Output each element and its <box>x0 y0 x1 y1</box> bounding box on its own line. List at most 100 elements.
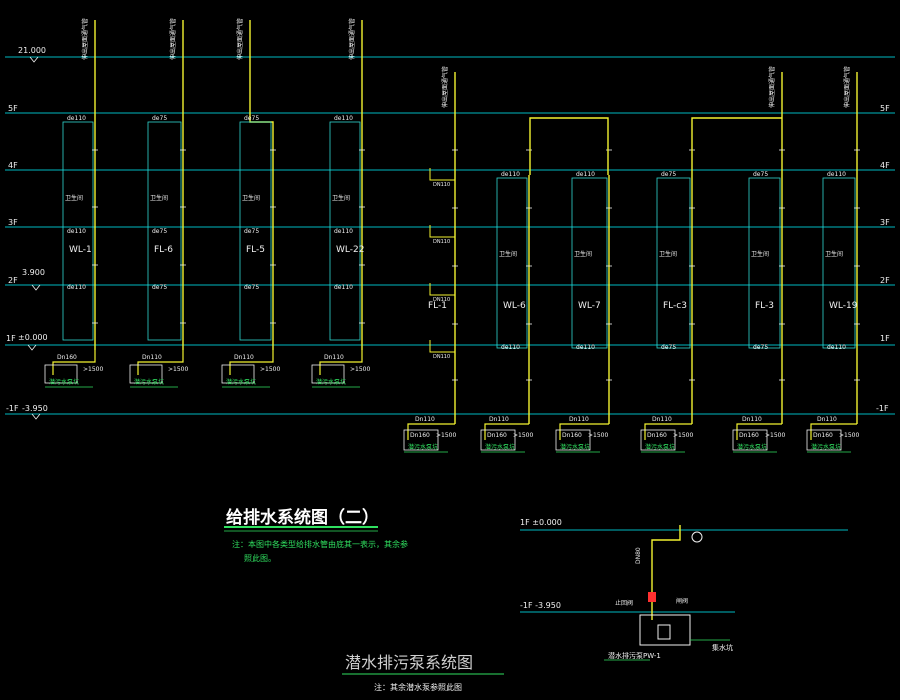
title-block: 给排水系统图（二） 注：本图中各类型给排水管由底其一表示，其余参 照此图。 潜水… <box>224 507 504 692</box>
level-marker-b1 <box>31 413 41 420</box>
roof-connectors <box>529 117 782 175</box>
pump-floor-1f-label: 1F ±0.000 <box>520 518 562 527</box>
pump-floor-b1-label: -1F -3.950 <box>520 601 561 610</box>
branch-box <box>62 121 94 341</box>
pipe-size-low: de75 <box>753 344 768 351</box>
level-4f: 4F <box>8 161 18 170</box>
level-3f-right: 3F <box>880 218 890 227</box>
sump-note: 潜污水泵坑 <box>134 378 164 386</box>
drain-size-sump: Dn160 <box>410 432 430 439</box>
pipe-size-low: de110 <box>501 344 520 351</box>
room-label: 卫生间 <box>751 250 769 258</box>
stub-size: DN110 <box>433 182 450 188</box>
sump-note: 潜污水泵坑 <box>737 443 767 451</box>
branch-box <box>748 177 781 349</box>
sump-box <box>403 429 439 451</box>
drain-length: >1500 <box>513 432 533 439</box>
pipe-size-mid: de110 <box>334 228 353 235</box>
drain-length: >1500 <box>168 366 188 373</box>
drain-size-sump: Dn160 <box>562 432 582 439</box>
drain-pipe <box>407 423 455 440</box>
drain-size: Dn110 <box>415 416 435 423</box>
vent-label: 伸出屋面通气管 <box>843 66 851 108</box>
drain-size: Dn110 <box>489 416 509 423</box>
drain-pipe <box>137 350 184 375</box>
sump-note: 潜污水泵坑 <box>226 378 256 386</box>
sumps-left-group: Dn160>1500潜污水泵坑Dn110>1500潜污水泵坑Dn110>1500… <box>44 350 370 388</box>
drain-size: Dn110 <box>234 354 254 361</box>
drain-length: >1500 <box>260 366 280 373</box>
riser-id: FL-3 <box>755 301 774 311</box>
pipe-size-low: de75 <box>244 284 259 291</box>
riser-id: FL-c3 <box>663 301 687 311</box>
pipe-size-low: de75 <box>661 344 676 351</box>
level-1f-right: 1F <box>880 334 890 343</box>
room-label: 卫生间 <box>65 194 83 202</box>
sump-box <box>480 429 516 451</box>
pump-label: 潜水排污泵PW-1 <box>608 651 661 660</box>
drain-pipe <box>736 423 782 440</box>
level-5f-right: 5F <box>880 104 890 113</box>
pipe-size-low: de110 <box>67 284 86 291</box>
stub-size: DN110 <box>433 297 450 303</box>
vent-label: 伸出屋面通气管 <box>169 18 177 60</box>
drain-length: >1500 <box>839 432 859 439</box>
room-label: 卫生间 <box>499 250 517 258</box>
pump-pipe-label: DN80 <box>635 547 642 564</box>
riser-id: FL-1 <box>428 301 447 311</box>
riser-id: WL-1 <box>69 245 92 255</box>
stub-size: DN110 <box>433 354 450 360</box>
drain-size-sump: Dn160 <box>813 432 833 439</box>
level-5f: 5F <box>8 104 18 113</box>
riser-id: FL-6 <box>154 245 173 255</box>
pump-pit-label: 集水坑 <box>712 643 733 652</box>
drain-size: Dn110 <box>569 416 589 423</box>
level-1f-elev: ±0.000 <box>18 333 48 342</box>
drawing-note-line1: 注：本图中各类型给排水管由底其一表示，其余参 <box>232 539 408 549</box>
pipe-size-mid: de75 <box>244 228 259 235</box>
riser-id: WL-7 <box>578 301 601 311</box>
drain-pipe <box>52 350 96 375</box>
drain-pipe <box>484 423 529 440</box>
drain-length: >1500 <box>436 432 456 439</box>
drain-size-sump: Dn160 <box>487 432 507 439</box>
roof-connector-2 <box>691 117 782 175</box>
level-2f-elev: 3.900 <box>22 268 45 277</box>
level-b1: -1F <box>6 404 19 413</box>
level-markers <box>27 56 41 420</box>
room-label: 卫生间 <box>574 250 592 258</box>
sump-note: 潜污水泵坑 <box>485 443 515 451</box>
drain-length: >1500 <box>765 432 785 439</box>
pump-riser <box>651 525 681 620</box>
drain-length: >1500 <box>588 432 608 439</box>
pipe-size-top: de75 <box>753 171 768 178</box>
sump-note: 潜污水泵坑 <box>811 443 841 451</box>
level-b1-right: -1F <box>876 404 889 413</box>
pipe-size-top: de110 <box>501 171 520 178</box>
drain-pipe <box>559 423 609 440</box>
drain-length: >1500 <box>83 366 103 373</box>
pump-valve-label: 闸阀 <box>676 597 688 605</box>
vent-label: 伸出屋面通气管 <box>768 66 776 108</box>
room-label: 卫生间 <box>332 194 350 202</box>
vent-label: 伸出屋面通气管 <box>441 66 449 108</box>
branch-box <box>147 121 182 341</box>
sump-box <box>44 364 78 384</box>
pump-note: 注：其余潜水泵参照此图 <box>374 682 462 692</box>
vent-label: 伸出屋面通气管 <box>81 18 89 60</box>
floor-lines <box>5 56 895 415</box>
pipe-size-mid: de110 <box>67 228 86 235</box>
drain-size: Dn160 <box>57 354 77 361</box>
drain-pipe <box>229 350 274 375</box>
level-4f-right: 4F <box>880 161 890 170</box>
branch-stub <box>429 283 455 296</box>
drain-length: >1500 <box>350 366 370 373</box>
pipe-size-top: de110 <box>827 171 846 178</box>
pump-symbol <box>691 531 703 543</box>
sump-note: 潜污水泵坑 <box>49 378 79 386</box>
drain-pipe <box>644 423 692 440</box>
drain-pipe <box>810 423 857 440</box>
drain-length: >1500 <box>673 432 693 439</box>
drain-size-sump: Dn160 <box>739 432 759 439</box>
sump-note: 潜污水泵坑 <box>408 443 438 451</box>
